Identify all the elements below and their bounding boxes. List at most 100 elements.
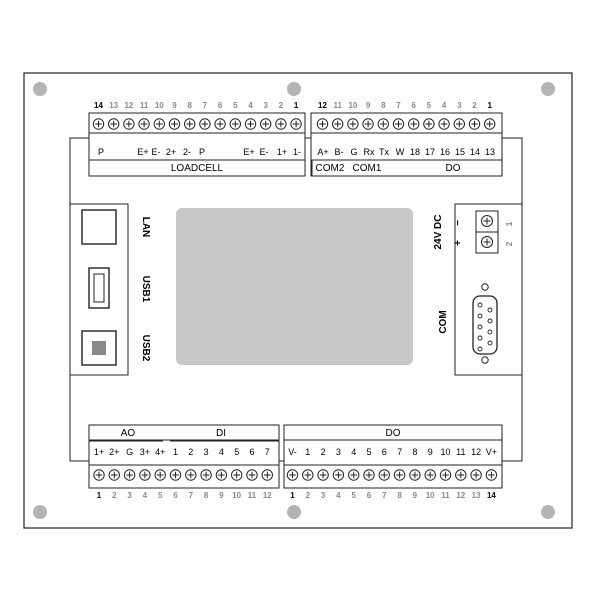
screw-terminal-icon[interactable]	[231, 469, 243, 481]
screw-terminal-icon[interactable]	[200, 469, 212, 481]
pin-number: 12	[318, 101, 327, 110]
mount-hole-icon	[541, 505, 555, 519]
screw-terminal-icon[interactable]	[184, 118, 196, 130]
screw-terminal-icon[interactable]	[154, 469, 166, 481]
screw-terminal-icon[interactable]	[168, 118, 181, 130]
signal-label: 2-	[183, 147, 191, 157]
pin-number: 5	[158, 491, 163, 500]
di-group-label: DI	[216, 428, 226, 439]
screw-terminal-icon[interactable]	[138, 118, 150, 130]
screw-terminal-icon[interactable]	[169, 469, 182, 481]
screw-terminal-icon[interactable]	[92, 118, 105, 130]
screw-terminal-icon[interactable]	[108, 118, 120, 130]
screw-terminal-icon[interactable]	[423, 118, 435, 130]
mount-hole-icon	[287, 82, 301, 96]
do-group-label: DO	[446, 163, 461, 174]
pin-number: 9	[219, 491, 224, 500]
pin-number: 8	[187, 101, 192, 110]
screw-terminal-icon[interactable]	[316, 118, 329, 130]
screw-terminal-icon[interactable]	[453, 118, 465, 130]
screw-terminal-icon[interactable]	[261, 469, 273, 481]
signal-label: 3+	[140, 447, 150, 457]
signal-label: G	[126, 447, 133, 457]
signal-label: P	[98, 147, 104, 157]
screw-terminal-icon[interactable]	[484, 118, 496, 130]
pin-number: 14	[487, 491, 496, 500]
pin-number: 1	[487, 101, 492, 110]
screw-terminal-icon[interactable]	[347, 118, 359, 130]
pin-number: 7	[203, 101, 208, 110]
signal-label: V+	[486, 447, 497, 457]
screw-terminal-icon[interactable]	[439, 469, 452, 481]
db9-connector-icon[interactable]	[472, 283, 498, 364]
screw-terminal-icon[interactable]	[123, 469, 136, 481]
signal-label: 9	[428, 447, 433, 457]
screw-terminal-icon[interactable]	[470, 469, 482, 481]
screw-terminal-icon[interactable]	[286, 469, 299, 481]
screw-terminal-icon[interactable]	[317, 469, 329, 481]
pin-number: 3	[457, 101, 462, 110]
ao-group-label: AO	[121, 428, 136, 439]
pin-number: 14	[94, 101, 103, 110]
screw-terminal-icon[interactable]	[363, 469, 375, 481]
pin-number: 6	[173, 491, 178, 500]
screw-terminal-icon[interactable]	[93, 469, 105, 481]
pin-number: 11	[248, 491, 257, 500]
pin-number: 13	[109, 101, 118, 110]
signal-label: 2+	[166, 147, 176, 157]
screw-terminal-icon[interactable]	[153, 118, 166, 130]
screw-terminal-icon[interactable]	[424, 469, 436, 481]
usb1-label: USB1	[140, 276, 151, 303]
screw-terminal-icon[interactable]	[123, 118, 135, 130]
signal-label: 17	[425, 147, 435, 157]
screw-terminal-icon[interactable]	[215, 469, 228, 481]
signal-label: 10	[440, 447, 450, 457]
screw-terminal-icon[interactable]	[275, 118, 287, 130]
screw-terminal-icon[interactable]	[481, 236, 493, 248]
signal-label: 16	[440, 147, 450, 157]
screw-terminal-icon[interactable]	[455, 469, 467, 481]
screw-terminal-icon[interactable]	[139, 469, 151, 481]
pin-number: 9	[413, 491, 418, 500]
screw-terminal-icon[interactable]	[392, 118, 405, 130]
screw-terminal-icon[interactable]	[438, 118, 450, 130]
screw-terminal-icon[interactable]	[348, 469, 360, 481]
screw-terminal-icon[interactable]	[302, 469, 314, 481]
screw-terminal-icon[interactable]	[246, 469, 258, 481]
screw-terminal-icon[interactable]	[378, 469, 390, 481]
screw-terminal-icon[interactable]	[362, 118, 374, 130]
screw-terminal-icon[interactable]	[332, 118, 344, 130]
pin-number: 2	[472, 101, 477, 110]
screw-terminal-icon[interactable]	[485, 469, 498, 481]
screw-terminal-icon[interactable]	[332, 469, 345, 481]
screw-terminal-icon[interactable]	[393, 469, 406, 481]
signal-label: 1-	[293, 147, 301, 157]
pin-number: 5	[233, 101, 238, 110]
usb2-inner	[92, 341, 106, 355]
screw-terminal-icon[interactable]	[199, 118, 211, 130]
pin-number: 6	[367, 491, 372, 500]
pin-number: 10	[232, 491, 241, 500]
terminal-number: 2	[505, 241, 514, 246]
screw-terminal-icon[interactable]	[214, 118, 226, 130]
signal-label: 6	[382, 447, 387, 457]
screw-terminal-icon[interactable]	[408, 118, 420, 130]
pin-number: 4	[143, 491, 148, 500]
pin-number: 1	[290, 491, 295, 500]
screw-terminal-icon[interactable]	[108, 469, 121, 481]
pin-number: 12	[124, 101, 133, 110]
screw-terminal-icon[interactable]	[290, 118, 302, 130]
screw-terminal-icon[interactable]	[409, 469, 421, 481]
screw-terminal-icon[interactable]	[468, 118, 481, 130]
screw-terminal-icon[interactable]	[244, 118, 257, 130]
screw-terminal-icon[interactable]	[260, 118, 272, 130]
pin-number: 3	[127, 491, 132, 500]
screw-terminal-icon[interactable]	[377, 118, 389, 130]
screw-terminal-icon[interactable]	[185, 469, 197, 481]
pin-number: 5	[351, 491, 356, 500]
lan-port[interactable]	[81, 209, 117, 245]
signal-label: Rx	[364, 147, 375, 157]
screw-terminal-icon[interactable]	[481, 215, 493, 227]
screw-terminal-icon[interactable]	[229, 118, 242, 130]
